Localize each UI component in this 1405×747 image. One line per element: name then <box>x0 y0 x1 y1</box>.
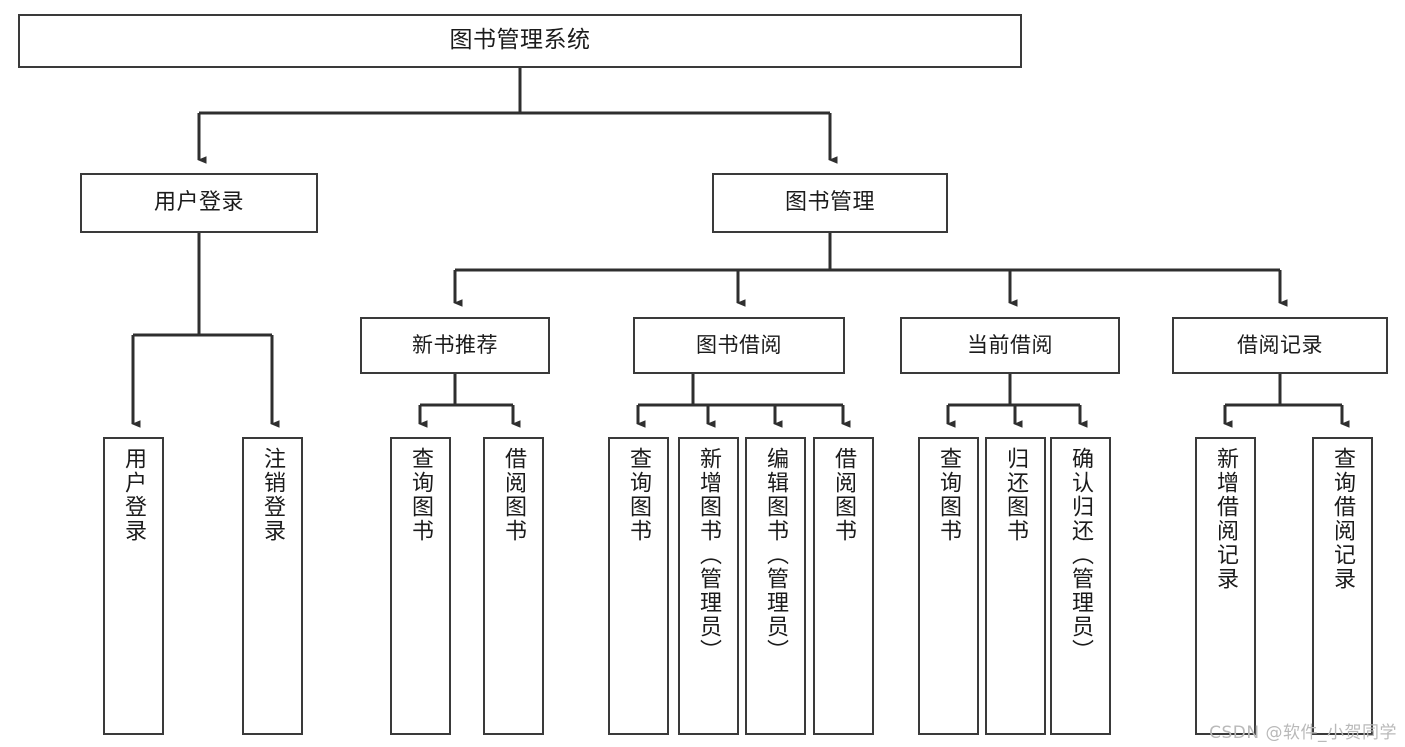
node-label: 图书管理 <box>784 190 875 216</box>
node-book-management[interactable]: 图书管理 <box>712 173 948 233</box>
node-label: 新增图书（管理员） <box>696 447 722 663</box>
node-leaf-borrow-book[interactable]: 借阅图书 <box>813 437 874 735</box>
node-label: 借阅图书 <box>831 447 857 543</box>
watermark: CSDN @软件_小贺同学 <box>1209 723 1397 743</box>
node-leaf-query-borrow-record[interactable]: 查询借阅记录 <box>1312 437 1373 735</box>
node-root-book-management-system[interactable]: 图书管理系统 <box>18 14 1022 68</box>
node-leaf-query-book-recommend[interactable]: 查询图书 <box>390 437 451 735</box>
node-label: 查询图书 <box>936 447 962 543</box>
node-label: 用户登录 <box>121 447 147 543</box>
node-leaf-query-book-current[interactable]: 查询图书 <box>918 437 979 735</box>
node-leaf-confirm-return-admin[interactable]: 确认归还（管理员） <box>1050 437 1111 735</box>
node-leaf-edit-book-admin[interactable]: 编辑图书（管理员） <box>745 437 806 735</box>
node-label: 查询借阅记录 <box>1330 447 1356 591</box>
node-label: 查询图书 <box>408 447 434 543</box>
node-label: 查询图书 <box>626 447 652 543</box>
node-current-borrow[interactable]: 当前借阅 <box>900 317 1120 374</box>
node-leaf-add-book-admin[interactable]: 新增图书（管理员） <box>678 437 739 735</box>
node-label: 用户登录 <box>153 190 244 216</box>
node-label: 图书借阅 <box>696 333 782 358</box>
node-new-book-recommend[interactable]: 新书推荐 <box>360 317 550 374</box>
node-label: 新书推荐 <box>412 333 498 358</box>
node-label: 编辑图书（管理员） <box>763 447 789 663</box>
node-label: 图书管理系统 <box>449 27 591 54</box>
node-book-borrow[interactable]: 图书借阅 <box>633 317 845 374</box>
node-label: 借阅图书 <box>501 447 527 543</box>
node-leaf-user-login[interactable]: 用户登录 <box>103 437 164 735</box>
node-leaf-query-book-borrow[interactable]: 查询图书 <box>608 437 669 735</box>
node-leaf-borrow-book-recommend[interactable]: 借阅图书 <box>483 437 544 735</box>
node-label: 归还图书 <box>1003 447 1029 543</box>
node-label: 借阅记录 <box>1237 333 1323 358</box>
node-leaf-return-book[interactable]: 归还图书 <box>985 437 1046 735</box>
node-label: 确认归还（管理员） <box>1068 447 1094 663</box>
node-leaf-add-borrow-record[interactable]: 新增借阅记录 <box>1195 437 1256 735</box>
node-user-login[interactable]: 用户登录 <box>80 173 318 233</box>
node-borrow-record[interactable]: 借阅记录 <box>1172 317 1388 374</box>
node-leaf-user-logout[interactable]: 注销登录 <box>242 437 303 735</box>
node-label: 当前借阅 <box>967 333 1053 358</box>
node-label: 注销登录 <box>260 447 286 543</box>
node-label: 新增借阅记录 <box>1213 447 1239 591</box>
